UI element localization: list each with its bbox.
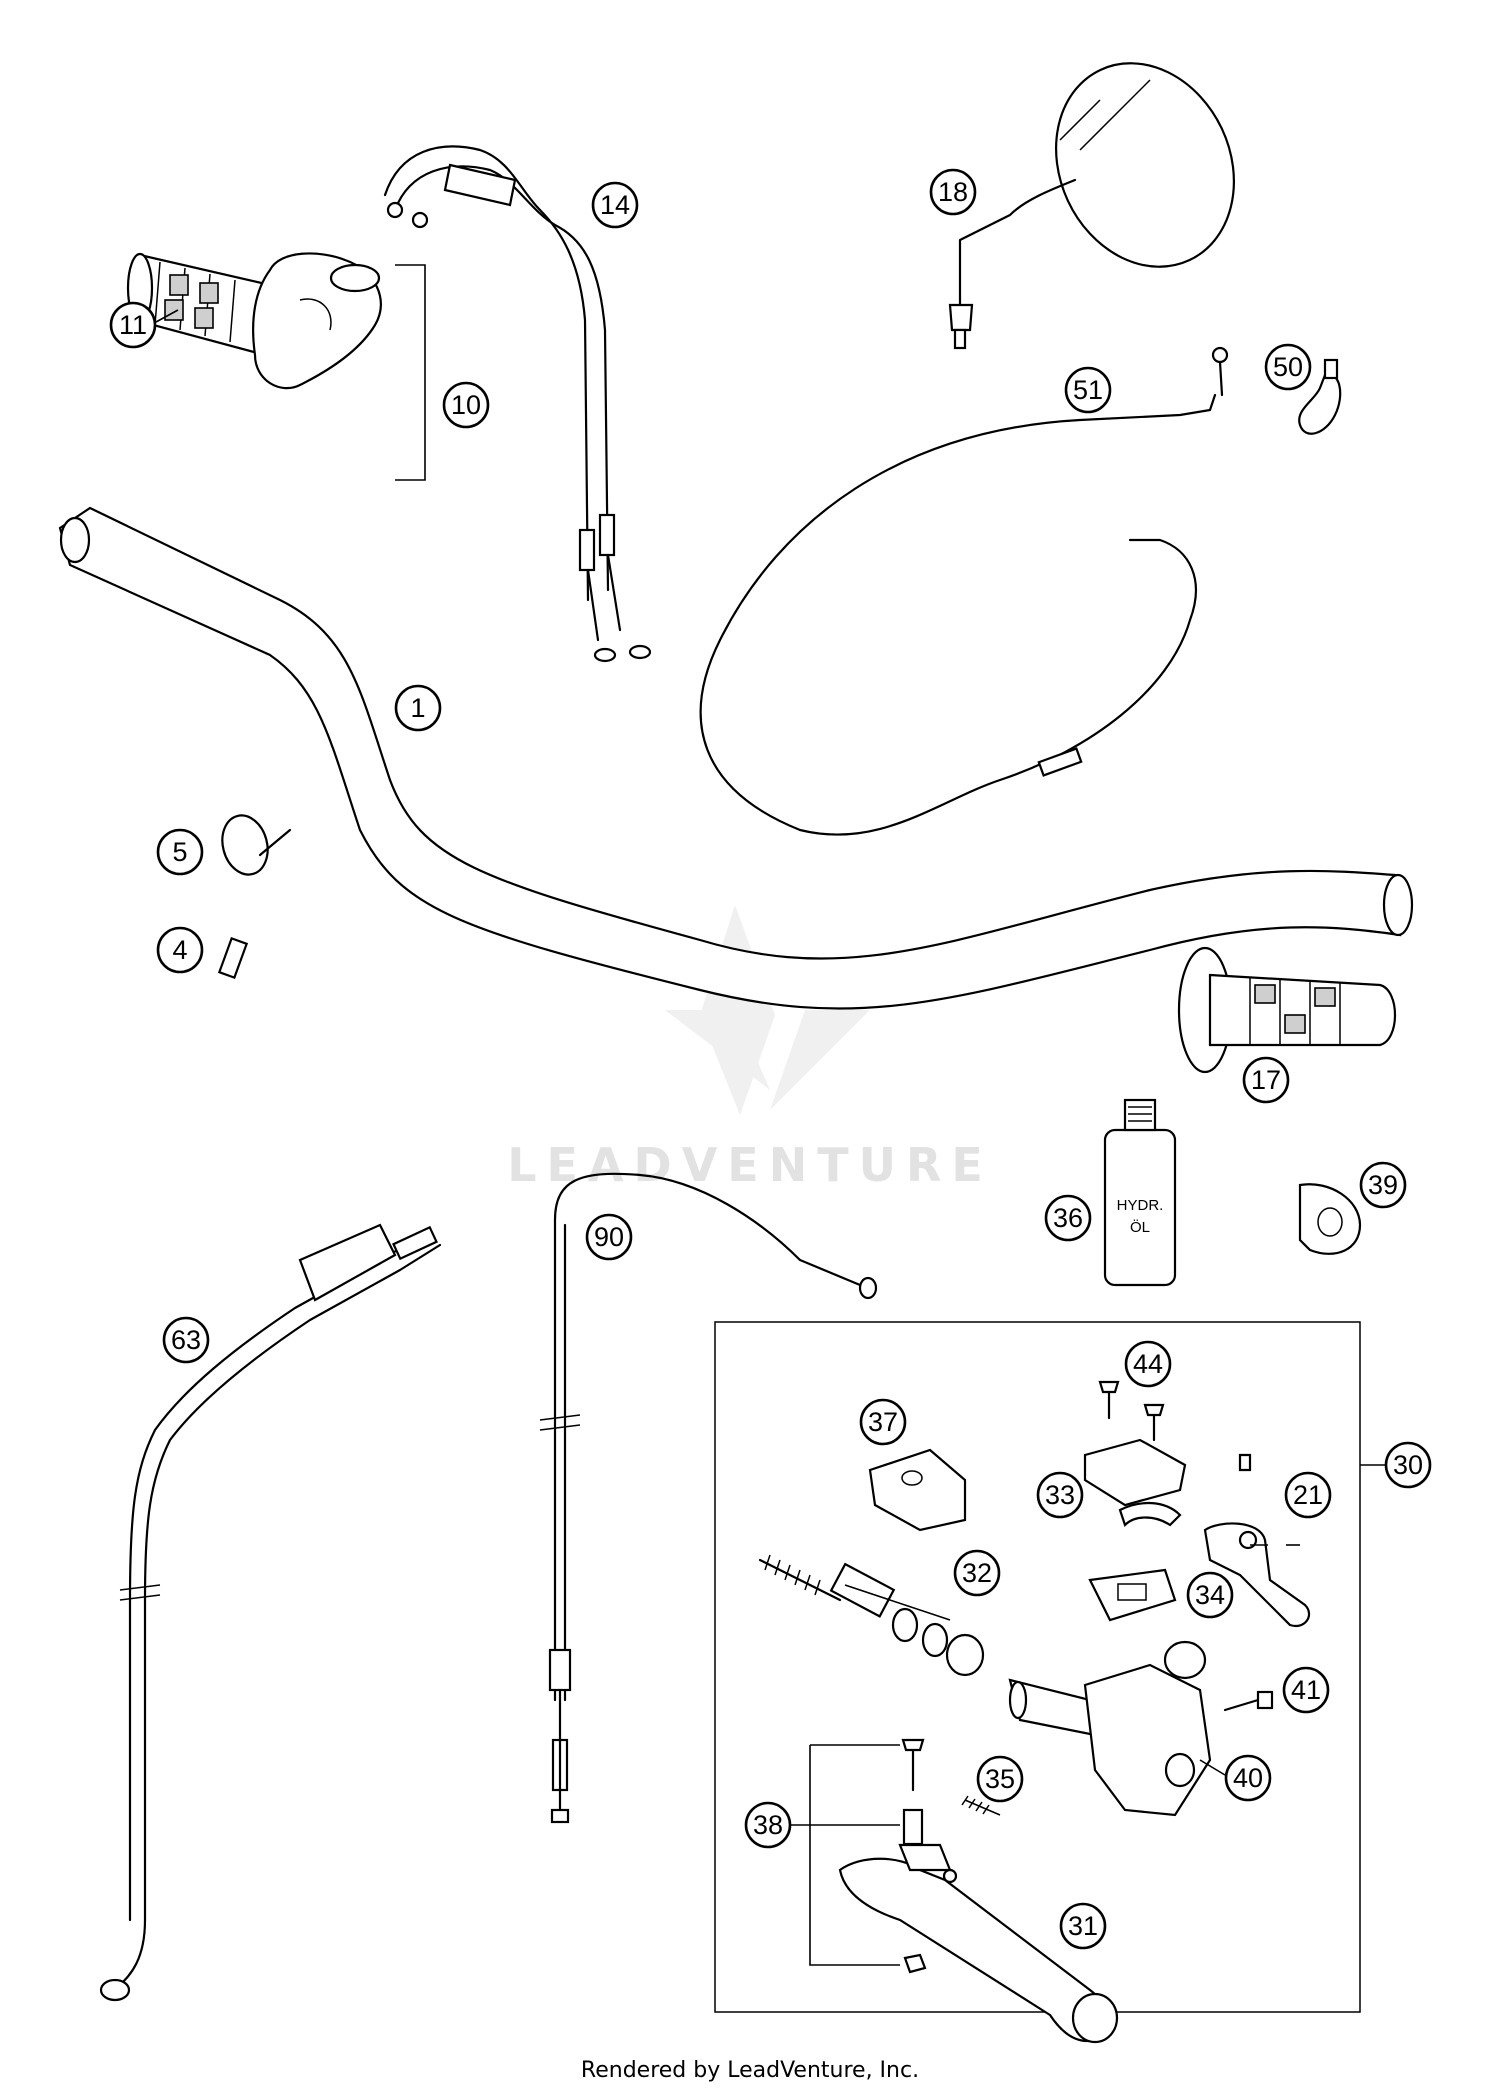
choke-cable <box>699 346 1229 836</box>
svg-text:36: 36 <box>1053 1203 1083 1233</box>
left-grip <box>1177 946 1397 1074</box>
svg-text:32: 32 <box>962 1558 992 1588</box>
plug <box>217 936 249 980</box>
lever-spring <box>961 1795 1001 1816</box>
bottle-label-line1: HYDR. <box>1117 1197 1164 1214</box>
callout-90: 90 <box>585 1213 633 1261</box>
callout-63: 63 <box>162 1316 210 1364</box>
reservoir-cover <box>1083 1438 1187 1528</box>
brake-hose <box>99 1223 442 2002</box>
master-cylinder-body <box>1008 1640 1226 1817</box>
callout-41: 41 <box>1282 1666 1330 1714</box>
callout-38: 38 <box>744 1801 792 1849</box>
callout-11: 11 <box>109 301 157 349</box>
svg-text:31: 31 <box>1068 1911 1098 1941</box>
svg-text:63: 63 <box>171 1325 201 1355</box>
callout-37: 37 <box>859 1398 907 1446</box>
mirror <box>948 62 1236 350</box>
throttle-housing <box>252 252 426 481</box>
oil-bottle: HYDR. ÖL <box>1103 1098 1177 1287</box>
callout-32: 32 <box>953 1549 1001 1597</box>
handlebar <box>58 506 1414 1010</box>
clutch-cable <box>539 1172 878 1824</box>
svg-text:5: 5 <box>172 837 187 867</box>
callout-50: 50 <box>1264 343 1312 391</box>
svg-text:1: 1 <box>410 693 425 723</box>
callout-10: 10 <box>442 381 490 429</box>
cover-screws <box>1098 1380 1165 1442</box>
svg-text:18: 18 <box>938 177 968 207</box>
svg-text:90: 90 <box>594 1222 624 1252</box>
svg-text:50: 50 <box>1273 352 1303 382</box>
callout-39: 39 <box>1359 1161 1407 1209</box>
svg-text:37: 37 <box>868 1407 898 1437</box>
svg-text:11: 11 <box>119 310 147 340</box>
svg-text:10: 10 <box>451 390 481 420</box>
svg-text:14: 14 <box>600 190 630 220</box>
bottle-label-line2: ÖL <box>1130 1218 1150 1236</box>
callout-30: 30 <box>1384 1441 1432 1489</box>
svg-text:35: 35 <box>985 1764 1015 1794</box>
bar-clamp-37 <box>868 1448 967 1532</box>
svg-text:40: 40 <box>1233 1763 1263 1793</box>
callout-31: 31 <box>1059 1902 1107 1950</box>
reservoir-seal <box>1088 1568 1177 1622</box>
svg-text:51: 51 <box>1073 375 1103 405</box>
callout-1: 1 <box>394 684 442 732</box>
callout-21: 21 <box>1284 1471 1332 1519</box>
svg-text:21: 21 <box>1293 1480 1323 1510</box>
lever-clamp <box>1298 358 1342 435</box>
svg-text:34: 34 <box>1195 1580 1225 1610</box>
svg-text:41: 41 <box>1291 1675 1321 1705</box>
master-cylinder-box <box>714 1321 1385 2013</box>
brake-lever <box>838 1843 1119 2044</box>
callout-18: 18 <box>929 168 977 216</box>
svg-text:33: 33 <box>1045 1480 1075 1510</box>
cable-tie <box>221 814 292 876</box>
callout-33: 33 <box>1036 1471 1084 1519</box>
callout-17: 17 <box>1242 1056 1290 1104</box>
callout-5: 5 <box>156 828 204 876</box>
footer-credit: Rendered by LeadVenture, Inc. <box>580 2058 920 2083</box>
callout-35: 35 <box>976 1755 1024 1803</box>
callout-44: 44 <box>1124 1340 1172 1388</box>
callout-4: 4 <box>156 926 204 974</box>
callout-40: 40 <box>1224 1754 1272 1802</box>
watermark-text: LEADVENTURE <box>507 1138 993 1192</box>
svg-text:4: 4 <box>172 935 187 965</box>
throttle-cables <box>383 145 652 663</box>
callout-36: 36 <box>1044 1194 1092 1242</box>
svg-text:17: 17 <box>1251 1065 1281 1095</box>
svg-text:30: 30 <box>1393 1450 1423 1480</box>
svg-text:38: 38 <box>753 1810 783 1840</box>
svg-text:39: 39 <box>1368 1170 1398 1200</box>
svg-text:44: 44 <box>1133 1349 1163 1379</box>
adjuster-lever <box>1203 1453 1311 1628</box>
callout-51: 51 <box>1064 366 1112 414</box>
cylinder-screw <box>1223 1690 1274 1712</box>
watermark-logo <box>665 905 870 1115</box>
callout-14: 14 <box>591 181 639 229</box>
piston-kit <box>758 1554 985 1677</box>
bar-clamp <box>1298 1183 1362 1255</box>
callout-34: 34 <box>1186 1571 1234 1619</box>
